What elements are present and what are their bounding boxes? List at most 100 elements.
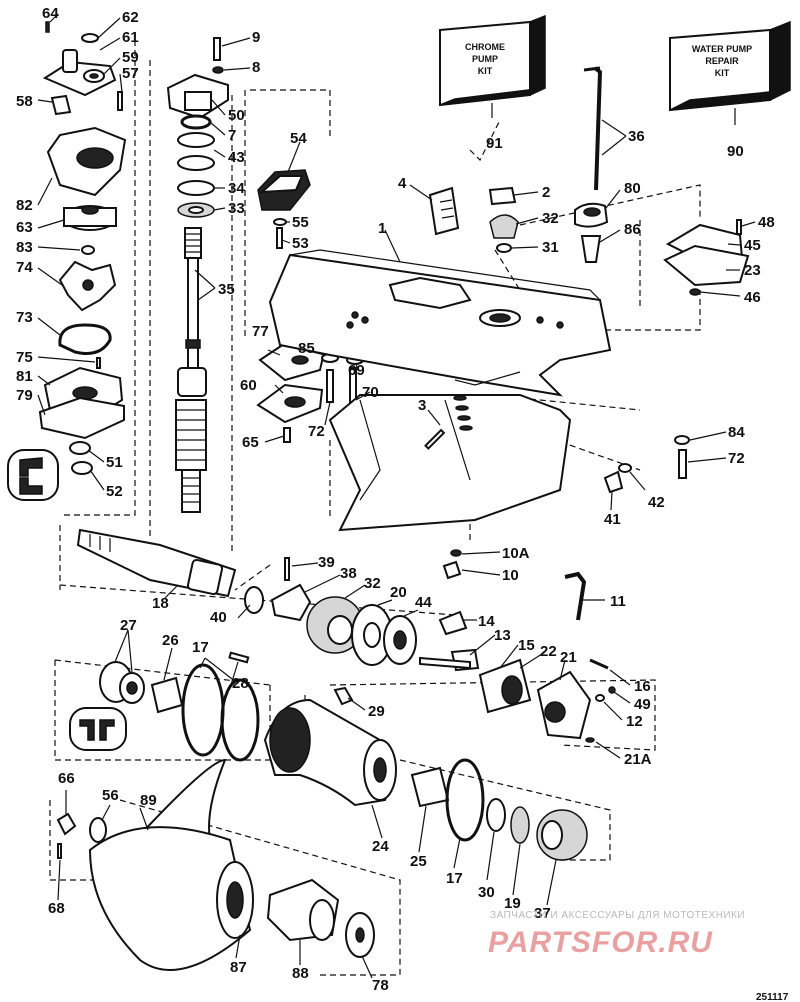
callout-28: 28 [232, 675, 249, 692]
seal-51 [69, 441, 91, 455]
callout-10a: 10A [502, 545, 530, 562]
callout-37: 37 [534, 905, 551, 922]
callout-45: 45 [744, 237, 761, 254]
callout-56: 56 [102, 787, 119, 804]
gear-32a [489, 214, 519, 239]
pump-cover-plate [42, 60, 117, 97]
callout-90: 90 [727, 143, 744, 160]
shim-43-1 [177, 132, 215, 148]
callout-29: 29 [368, 703, 385, 720]
callout-52: 52 [106, 483, 123, 500]
callout-82: 82 [16, 197, 33, 214]
callout-9: 9 [252, 29, 260, 46]
chrome-pump-kit-label-3: KIT [478, 66, 493, 76]
callout-91: 91 [486, 135, 503, 152]
thrust-bearing-19 [510, 806, 530, 844]
callout-73: 73 [16, 309, 33, 326]
callout-43: 43 [228, 149, 245, 166]
callout-86: 86 [624, 221, 641, 238]
callout-65: 65 [242, 434, 259, 451]
bearing-2 [488, 186, 517, 206]
callout-19: 19 [504, 895, 521, 912]
seal-detail-inset-2 [69, 707, 127, 751]
callout-17b: 17 [446, 870, 463, 887]
clutch-dog-38 [270, 583, 312, 622]
propeller-89 [88, 826, 252, 971]
callout-14: 14 [478, 613, 495, 630]
callout-31: 31 [542, 239, 559, 256]
shift-lever-11 [564, 571, 587, 621]
callout-77: 77 [252, 323, 269, 340]
callout-89: 89 [140, 792, 157, 809]
water-pump-assembly [7, 21, 127, 501]
anode-4 [428, 186, 460, 236]
callout-58: 58 [16, 93, 33, 110]
callout-16: 16 [634, 678, 651, 695]
callout-72a: 72 [308, 423, 325, 440]
plug-10 [442, 560, 462, 580]
callout-8: 8 [252, 59, 260, 76]
boot-86 [580, 235, 602, 263]
screw-72a [326, 369, 334, 403]
pin-28 [228, 651, 250, 664]
callout-55: 55 [292, 214, 309, 231]
thrust-washer-34 [177, 180, 215, 196]
callout-79: 79 [16, 387, 33, 404]
callout-7: 7 [228, 127, 236, 144]
watermark: ЗАПЧАСТИ И АКСЕССУАРЫ ДЛЯ МОТОТЕХНИКИ PA… [488, 910, 745, 959]
callout-59: 59 [122, 49, 139, 66]
washer-8 [212, 66, 224, 74]
callout-50: 50 [228, 107, 245, 124]
callout-54: 54 [290, 130, 307, 147]
clip-29 [333, 686, 354, 706]
callout-88: 88 [292, 965, 309, 982]
o-ring-17b [445, 758, 485, 842]
cotter-pin-68 [57, 843, 62, 859]
plug-41 [603, 470, 624, 494]
shift-rod-36 [593, 66, 603, 191]
bracket-14 [438, 610, 468, 636]
callout-20: 20 [390, 584, 407, 601]
callout-2: 2 [542, 184, 550, 201]
screw-64 [45, 21, 50, 33]
callout-41: 41 [604, 511, 621, 528]
gearcase-lower-body [328, 394, 572, 532]
callout-75: 75 [16, 349, 33, 366]
callout-25: 25 [410, 853, 427, 870]
right-side-small-parts [442, 435, 690, 621]
callout-64: 64 [42, 5, 59, 22]
screw-57 [117, 91, 123, 111]
gearcase-housing-1 [268, 249, 612, 532]
bearing-25 [410, 766, 450, 808]
callout-33: 33 [228, 200, 245, 217]
washer-31 [496, 243, 512, 253]
water-pump-kit-label-2: REPAIR [705, 56, 739, 66]
washer-84 [674, 435, 690, 445]
nut-66 [56, 812, 77, 836]
watermark-logo: PARTSFOR.RU [488, 926, 713, 959]
gasket-23 [663, 244, 750, 287]
callout-72b: 72 [728, 450, 745, 467]
o-ring-17a-2 [220, 678, 260, 762]
callout-78: 78 [372, 977, 389, 994]
driveshaft-bearing-section [175, 399, 207, 471]
driveshaft-spline-top [184, 227, 202, 259]
callout-63: 63 [16, 219, 33, 236]
gasket-79 [38, 396, 125, 440]
callout-84: 84 [728, 424, 745, 441]
callout-18: 18 [152, 595, 169, 612]
callout-87: 87 [230, 959, 247, 976]
callout-44: 44 [415, 594, 432, 611]
callout-3: 3 [418, 397, 426, 414]
water-pump-kit-label-1: WATER PUMP [692, 44, 752, 54]
callout-53: 53 [292, 235, 309, 252]
callout-68: 68 [48, 900, 65, 917]
callout-23: 23 [744, 262, 761, 279]
o-ring-83 [81, 245, 95, 255]
water-pump-repair-kit-box: WATER PUMP REPAIR KIT [669, 20, 791, 112]
screw-65 [283, 427, 291, 443]
callout-30: 30 [478, 884, 495, 901]
screw-48 [736, 219, 742, 235]
